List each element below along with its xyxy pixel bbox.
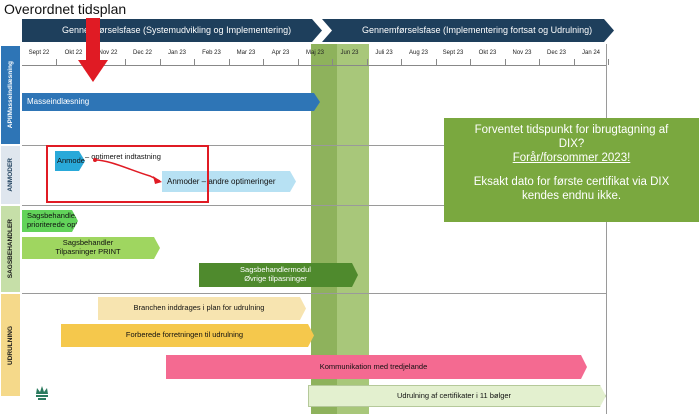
callout-box: Forventet tidspunkt for ibrugtagning af … <box>444 118 699 222</box>
month-tick <box>435 59 437 65</box>
row-divider <box>22 205 606 206</box>
bar-branchen-inddrages: Branchen inddrages i plan for udrulning <box>98 297 306 320</box>
month-label: Dec 23 <box>546 50 567 56</box>
month-label: Jun 23 <box>340 50 359 56</box>
month-tick <box>504 59 506 65</box>
month-label: Okt 23 <box>478 50 497 56</box>
month-tick <box>332 59 334 65</box>
bar-masseindlaesning: Masseindlæsning <box>22 93 320 111</box>
phase-1-header: Gennemførselsfase (Systemudvikling og Im… <box>22 19 322 42</box>
month-label: Feb 23 <box>202 50 221 56</box>
row-divider <box>22 293 606 294</box>
month-label: Jan 23 <box>167 50 187 56</box>
month-label: Dec 22 <box>132 50 153 56</box>
month-tick <box>228 59 230 65</box>
month-tick <box>56 59 58 65</box>
bar-anmoder-optimeret: Anmoder <box>55 151 85 171</box>
bar-forberede-forretningen: Forberede forretningen til udrulning <box>61 324 314 347</box>
bar-anmoder-optimeret-label: – optimeret indtastning <box>85 152 161 161</box>
bar-anmoder-andre: Anmoder – andre optimeringer <box>162 171 296 192</box>
row-label-udrulning: UDRULNING <box>1 294 20 396</box>
month-axis: Sept 22 Okt 22 Nov 22 Dec 22 Jan 23 Feb 23 Mar… <box>22 44 610 66</box>
month-tick <box>401 59 403 65</box>
month-label: Mar 23 <box>236 50 256 56</box>
month-label: Jan 24 <box>581 50 601 56</box>
month-tick <box>470 59 472 65</box>
bar-udrulning-certifikater: Udrulning af certifikater i 11 bølger <box>308 385 606 407</box>
month-tick <box>366 59 368 65</box>
month-label: Maj 23 <box>305 50 325 56</box>
month-label: Apr 23 <box>271 50 290 56</box>
month-label: Sept 23 <box>442 50 464 56</box>
month-tick <box>90 59 92 65</box>
month-label: Juli 23 <box>375 50 393 56</box>
month-label: Aug 23 <box>408 50 429 56</box>
crown-logo-icon <box>36 386 48 400</box>
page-title: Overordnet tidsplan <box>4 1 127 17</box>
month-label: Sept 22 <box>28 50 50 56</box>
month-label: Okt 22 <box>64 50 83 56</box>
row-label-api: API/Masseindlæsning <box>1 46 20 144</box>
month-tick <box>159 59 161 65</box>
row-label-anmoder: ANMODER <box>1 146 20 204</box>
row-divider <box>22 145 606 146</box>
month-tick <box>125 59 127 65</box>
month-label: Nov 23 <box>512 50 532 56</box>
chart-right-border <box>606 44 607 414</box>
month-tick <box>263 59 265 65</box>
row-label-sagsbehandler: SAGSBEHANDLER <box>1 206 20 292</box>
month-tick <box>608 59 610 65</box>
bar-kommunikation-tredjelande: Kommunikation med tredjelande <box>166 355 587 379</box>
phase-2-header: Gennemførselsfase (Implementering fortsa… <box>322 19 614 42</box>
month-tick <box>194 59 196 65</box>
red-highlight-box <box>46 145 209 203</box>
month-tick <box>573 59 575 65</box>
month-tick <box>297 59 299 65</box>
month-label: Nov 22 <box>98 50 118 56</box>
month-tick <box>539 59 541 65</box>
